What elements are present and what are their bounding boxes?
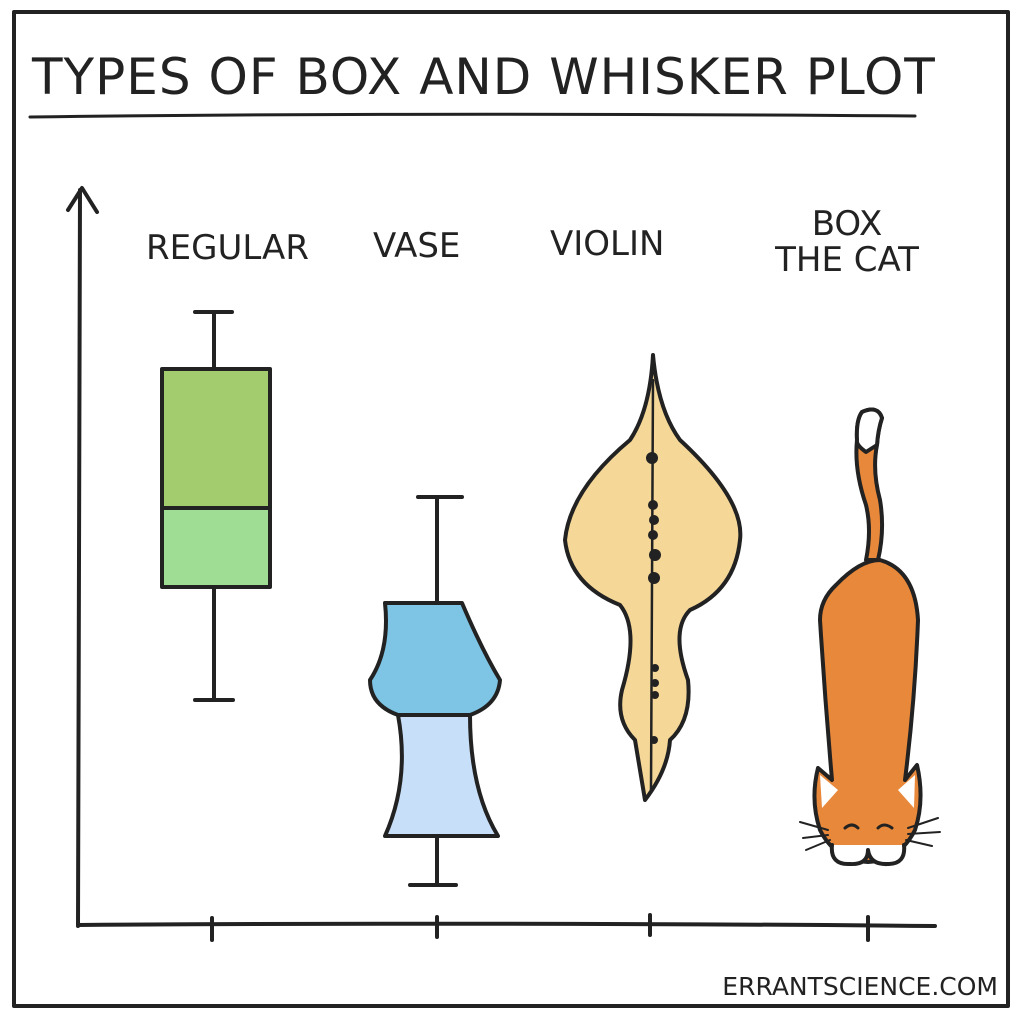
label-regular: Regular <box>146 228 309 268</box>
panel-border <box>12 10 1010 1008</box>
y-axis <box>76 188 82 928</box>
label-violin: Violin <box>550 224 665 264</box>
title-underline <box>28 112 917 119</box>
label-vase: Vase <box>373 226 461 266</box>
y-axis-arrow <box>66 186 99 214</box>
x-axis <box>76 921 937 928</box>
label-box-the-cat: Box the cat <box>772 206 922 278</box>
violin-plot <box>563 353 743 802</box>
box-the-cat <box>799 407 941 867</box>
x-ticks <box>210 913 870 942</box>
label-box-the-cat-line1: Box <box>811 204 883 244</box>
comic-title: Types of box and whisker plot <box>32 48 936 106</box>
vase-boxplot <box>368 495 502 887</box>
label-box-the-cat-line2: the cat <box>775 240 919 280</box>
regular-boxplot <box>160 310 272 702</box>
credit-text: ErrantScience.com <box>722 972 998 1001</box>
